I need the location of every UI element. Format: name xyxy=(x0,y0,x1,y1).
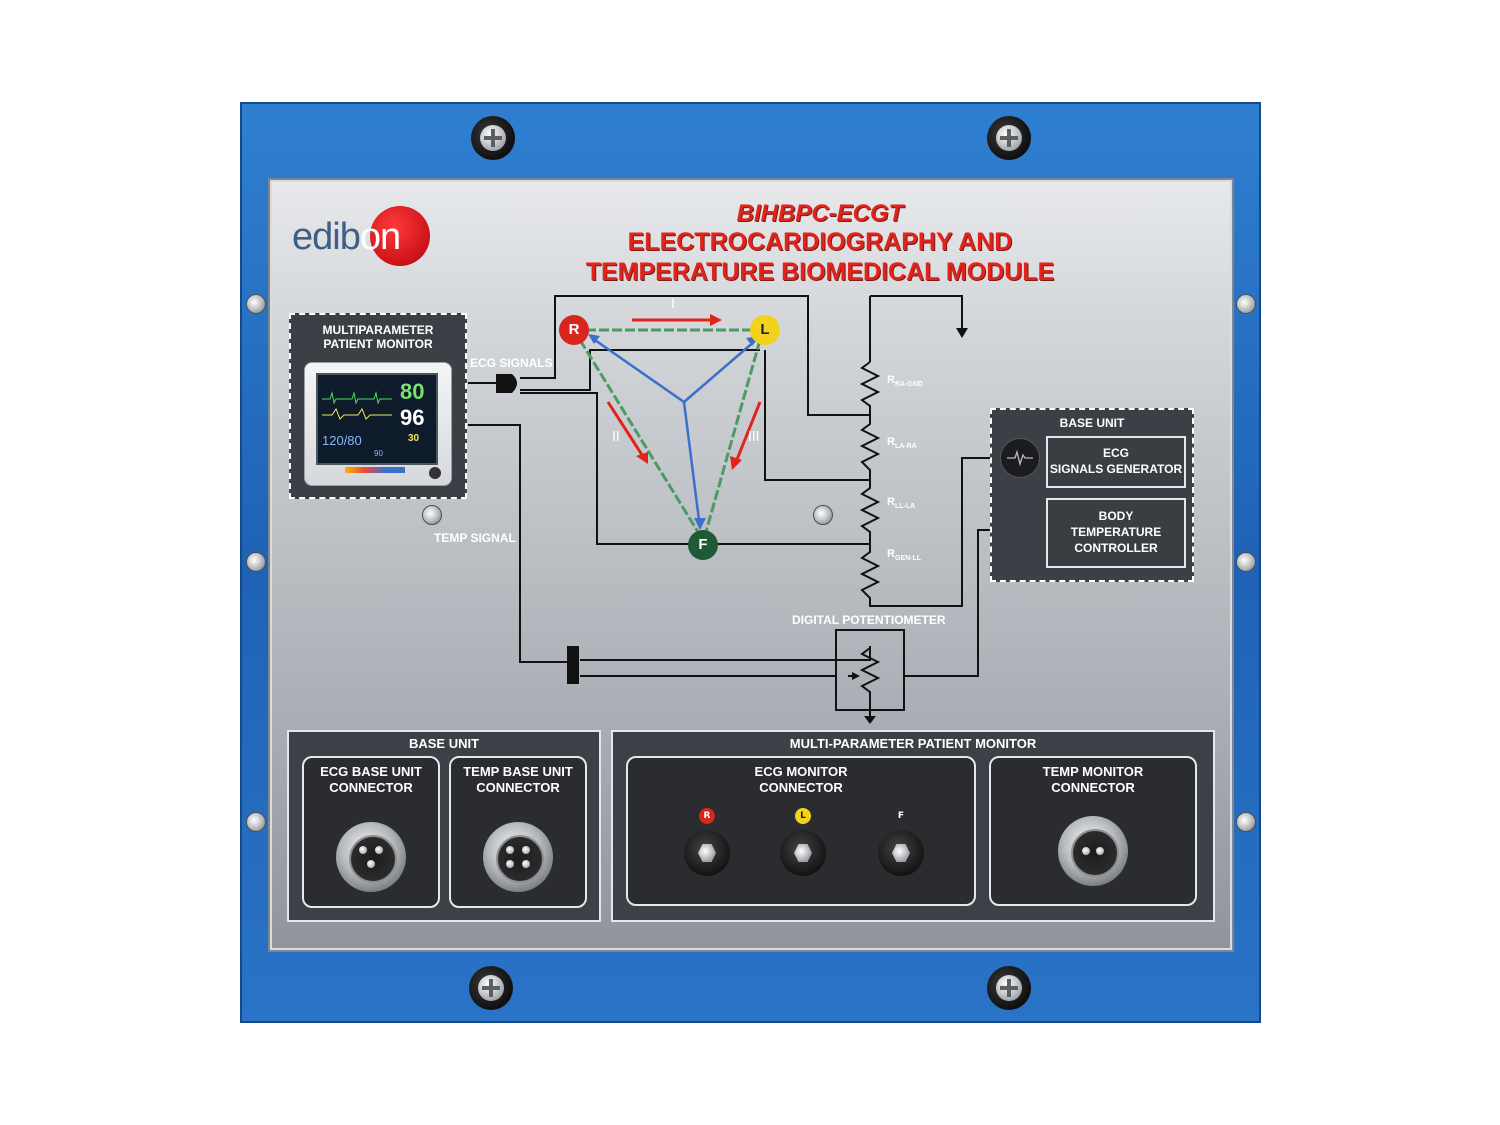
module-code: BIHBPC-ECGT xyxy=(736,200,904,227)
ecg-base-unit-connector-panel: ECG BASE UNIT CONNECTOR xyxy=(302,756,440,908)
bottom-monitor-title: MULTI-PARAMETER PATIENT MONITOR xyxy=(789,736,1037,751)
frame-rivet xyxy=(1236,812,1256,832)
screen-small: 90 xyxy=(374,449,383,458)
ecg-monitor-conn-label-1: ECG MONITOR xyxy=(754,764,848,779)
resistor-gen-ll-label: RGEN-LL xyxy=(887,548,922,563)
jack-f[interactable] xyxy=(878,830,924,876)
monitor-box-label-2: PATIENT MONITOR xyxy=(323,337,433,351)
frame-screw xyxy=(471,116,515,160)
resistor-ll-la-label: RLL-LA xyxy=(887,496,916,511)
temp-monitor-connector[interactable] xyxy=(1058,816,1128,886)
resistor-ra-gnd-label: RRA-GND xyxy=(887,374,923,389)
frame-rivet xyxy=(246,552,266,572)
body-temperature-controller: BODY TEMPERATURE CONTROLLER xyxy=(1046,498,1186,568)
node-f: F xyxy=(688,530,718,560)
jack-l-tag: L xyxy=(795,808,811,824)
screen-temp: 30 xyxy=(408,433,420,444)
monitor-screen: 80 96 120/80 30 90 xyxy=(316,373,438,465)
jack-l[interactable] xyxy=(780,830,826,876)
bottom-base-unit-panel: BASE UNIT ECG BASE UNIT CONNECTOR TEMP B… xyxy=(287,730,601,922)
edibon-logo: edibon edibon xyxy=(292,206,442,270)
resistor-la-ra-label: RLA-RA xyxy=(887,436,917,451)
lead-ii-label: II xyxy=(612,430,620,445)
module-title-line2: TEMPERATURE BIOMEDICAL MODULE xyxy=(585,258,1055,286)
plate-rivet xyxy=(813,505,833,525)
waveform-icon xyxy=(322,391,392,420)
temp-controller-label-3: CONTROLLER xyxy=(1074,541,1158,555)
logo-text: edibon xyxy=(292,216,401,258)
temp-controller-label-2: TEMPERATURE xyxy=(1070,525,1162,539)
screen-hr: 80 xyxy=(400,379,425,404)
module-title-line1: ELECTROCARDIOGRAPHY AND xyxy=(627,228,1013,256)
ecg-monitor-conn-label-2: CONNECTOR xyxy=(759,780,843,795)
ecg-base-conn-label-2: CONNECTOR xyxy=(329,780,413,795)
ecg-generator-label-1: ECG xyxy=(1102,446,1129,460)
temp-base-unit-connector-panel: TEMP BASE UNIT CONNECTOR xyxy=(449,756,587,908)
frame-rivet xyxy=(1236,552,1256,572)
bottom-base-unit-title: BASE UNIT xyxy=(408,736,480,751)
temp-base-conn-label-2: CONNECTOR xyxy=(476,780,560,795)
jack-r-tag: R xyxy=(699,808,715,824)
temp-base-conn-label-1: TEMP BASE UNIT xyxy=(463,764,573,779)
monitor-buttons xyxy=(345,467,405,473)
node-l: L xyxy=(750,315,780,345)
lead-iii-label: III xyxy=(748,430,760,445)
monitor-box: MULTIPARAMETER PATIENT MONITOR 80 96 120… xyxy=(289,313,467,499)
plate-rivet xyxy=(422,505,442,525)
screen-bp: 120/80 xyxy=(322,433,362,448)
bottom-monitor-panel: MULTI-PARAMETER PATIENT MONITOR ECG MONI… xyxy=(611,730,1215,922)
frame-screw xyxy=(987,966,1031,1010)
base-unit-box: BASE UNIT ECG SIGNALS GENERATOR BODY TEM… xyxy=(990,408,1194,582)
temp-base-unit-connector[interactable] xyxy=(483,822,553,892)
base-unit-title: BASE UNIT xyxy=(1059,416,1125,430)
ecg-base-conn-label-1: ECG BASE UNIT xyxy=(320,764,422,779)
temp-monitor-connector-panel: TEMP MONITOR CONNECTOR xyxy=(989,756,1197,906)
ecg-generator-label-2: SIGNALS GENERATOR xyxy=(1049,462,1183,476)
frame-screw xyxy=(469,966,513,1010)
jack-f-tag: F xyxy=(897,811,905,821)
temp-monitor-conn-label-2: CONNECTOR xyxy=(1051,780,1135,795)
frame-rivet xyxy=(1236,294,1256,314)
ecg-monitor-connector-panel: ECG MONITOR CONNECTOR R L F xyxy=(626,756,976,906)
temp-signal-label: TEMP SIGNAL xyxy=(434,531,516,545)
node-r: R xyxy=(559,315,589,345)
ecg-base-unit-connector[interactable] xyxy=(336,822,406,892)
heartbeat-icon xyxy=(1000,438,1040,478)
frame-screw xyxy=(987,116,1031,160)
ecg-signals-generator: ECG SIGNALS GENERATOR xyxy=(1046,436,1186,488)
ecg-signals-label: ECG SIGNALS xyxy=(470,356,553,370)
digital-potentiometer-label: DIGITAL POTENTIOMETER xyxy=(792,613,946,627)
lead-i-label: I xyxy=(671,297,675,312)
temp-monitor-conn-label-1: TEMP MONITOR xyxy=(1042,764,1144,779)
screen-spo2: 96 xyxy=(400,405,425,430)
monitor-knob xyxy=(429,467,441,479)
monitor-box-label-1: MULTIPARAMETER xyxy=(322,323,434,337)
patient-monitor-device: 80 96 120/80 30 90 xyxy=(304,362,452,486)
frame-rivet xyxy=(246,294,266,314)
frame-rivet xyxy=(246,812,266,832)
jack-r[interactable] xyxy=(684,830,730,876)
temp-controller-label-1: BODY xyxy=(1098,509,1134,523)
